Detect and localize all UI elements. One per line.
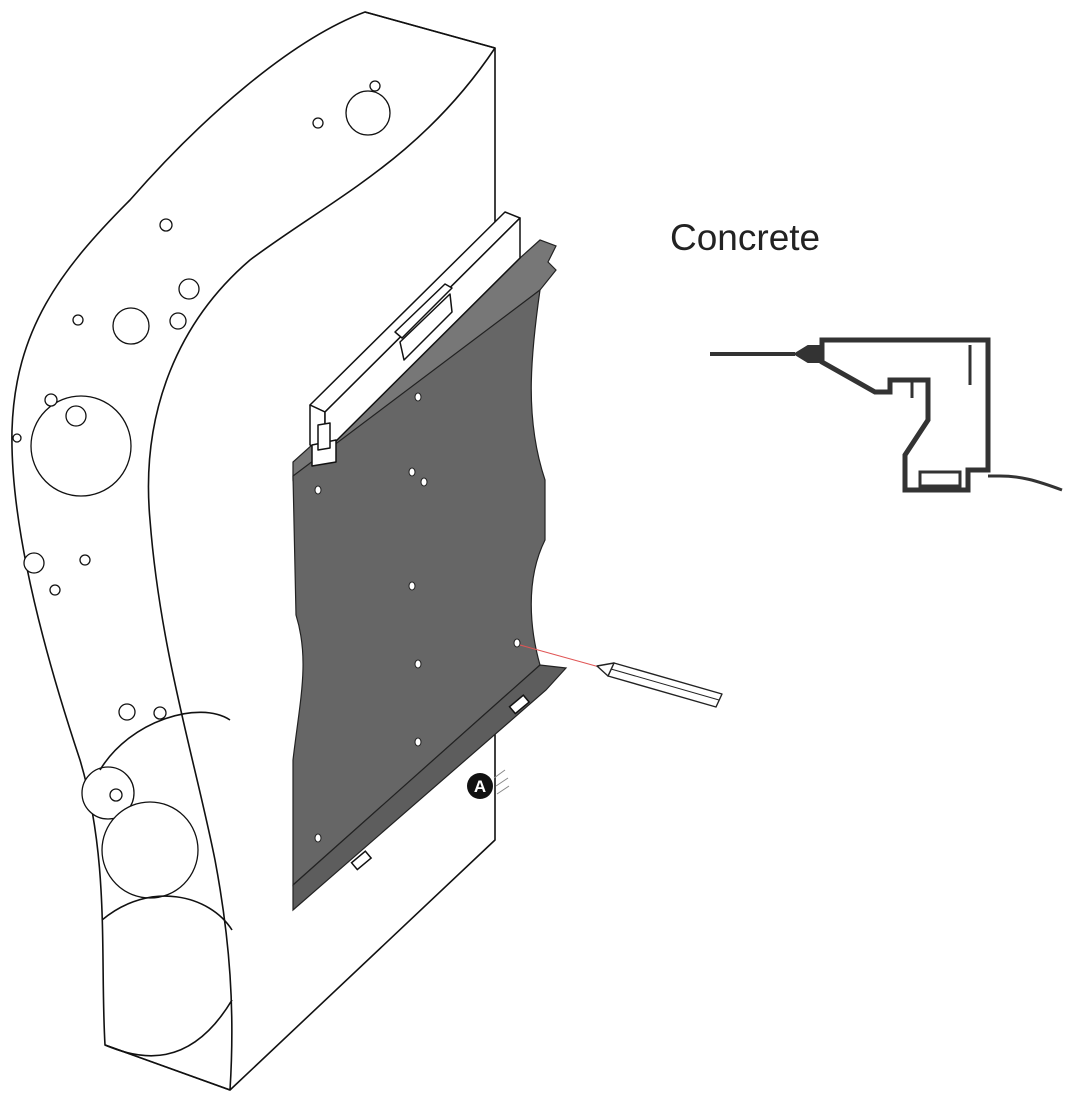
rail-hook-slot (317, 422, 331, 451)
aggregate-hole (109, 788, 123, 802)
aggregate-hole (153, 706, 167, 720)
aggregate-hole (159, 218, 173, 232)
bracket-holes (314, 392, 521, 843)
bracket-hole (314, 485, 322, 495)
aggregate-hole (30, 395, 132, 497)
aggregate-hole (81, 766, 135, 820)
aggregate-hole (101, 801, 199, 899)
bracket-hole (414, 737, 422, 747)
bracket-hole (408, 581, 416, 591)
aggregate-hole (178, 278, 200, 300)
callout-circle (467, 773, 493, 799)
bracket-hole (420, 477, 428, 487)
pencil-icon (596, 662, 723, 708)
bracket-plate (292, 288, 546, 887)
callout-hatch (493, 769, 510, 795)
hanging-rail (309, 211, 521, 467)
aggregate-hole (112, 307, 150, 345)
aggregate-hole (345, 90, 391, 136)
aggregate-hole (118, 703, 136, 721)
material-label: Concrete (670, 217, 820, 258)
bracket-hole (513, 638, 521, 648)
aggregate-hole (23, 552, 45, 574)
aggregate-hole (169, 312, 187, 330)
bracket-slot (350, 850, 373, 871)
drill-chuck (793, 345, 823, 363)
drill-body (819, 337, 991, 493)
drill-trigger-guard (918, 470, 962, 488)
aggregate-hole (369, 80, 381, 92)
aggregate-arc (99, 711, 231, 771)
callout-letter: A (474, 777, 486, 796)
aggregate-hole (65, 405, 87, 427)
aggregate-hole (49, 584, 61, 596)
rail-latch-inner (399, 293, 453, 361)
callout-a: A (467, 769, 510, 799)
bracket-hole (314, 833, 322, 843)
marking-line (519, 644, 604, 669)
aggregate-arc (104, 999, 233, 1057)
aggregate-arc (101, 895, 233, 931)
wall-top-face (364, 11, 496, 49)
aggregate-hole (72, 314, 84, 326)
bracket-hole (408, 467, 416, 477)
wall-mount-bracket (292, 239, 568, 912)
bracket-bottom-flange (292, 664, 568, 912)
rail-latch (394, 283, 453, 339)
bracket-hole (414, 392, 422, 402)
pencil-stripe (610, 668, 720, 701)
aggregate-hole (79, 554, 91, 566)
drill-cord (988, 474, 1063, 492)
aggregate-hole (44, 393, 58, 407)
power-drill-icon (710, 337, 1063, 493)
bracket-hole (414, 659, 422, 669)
aggregate-hole (12, 433, 22, 443)
bracket-slot (508, 694, 531, 715)
aggregate-hole (312, 117, 324, 129)
